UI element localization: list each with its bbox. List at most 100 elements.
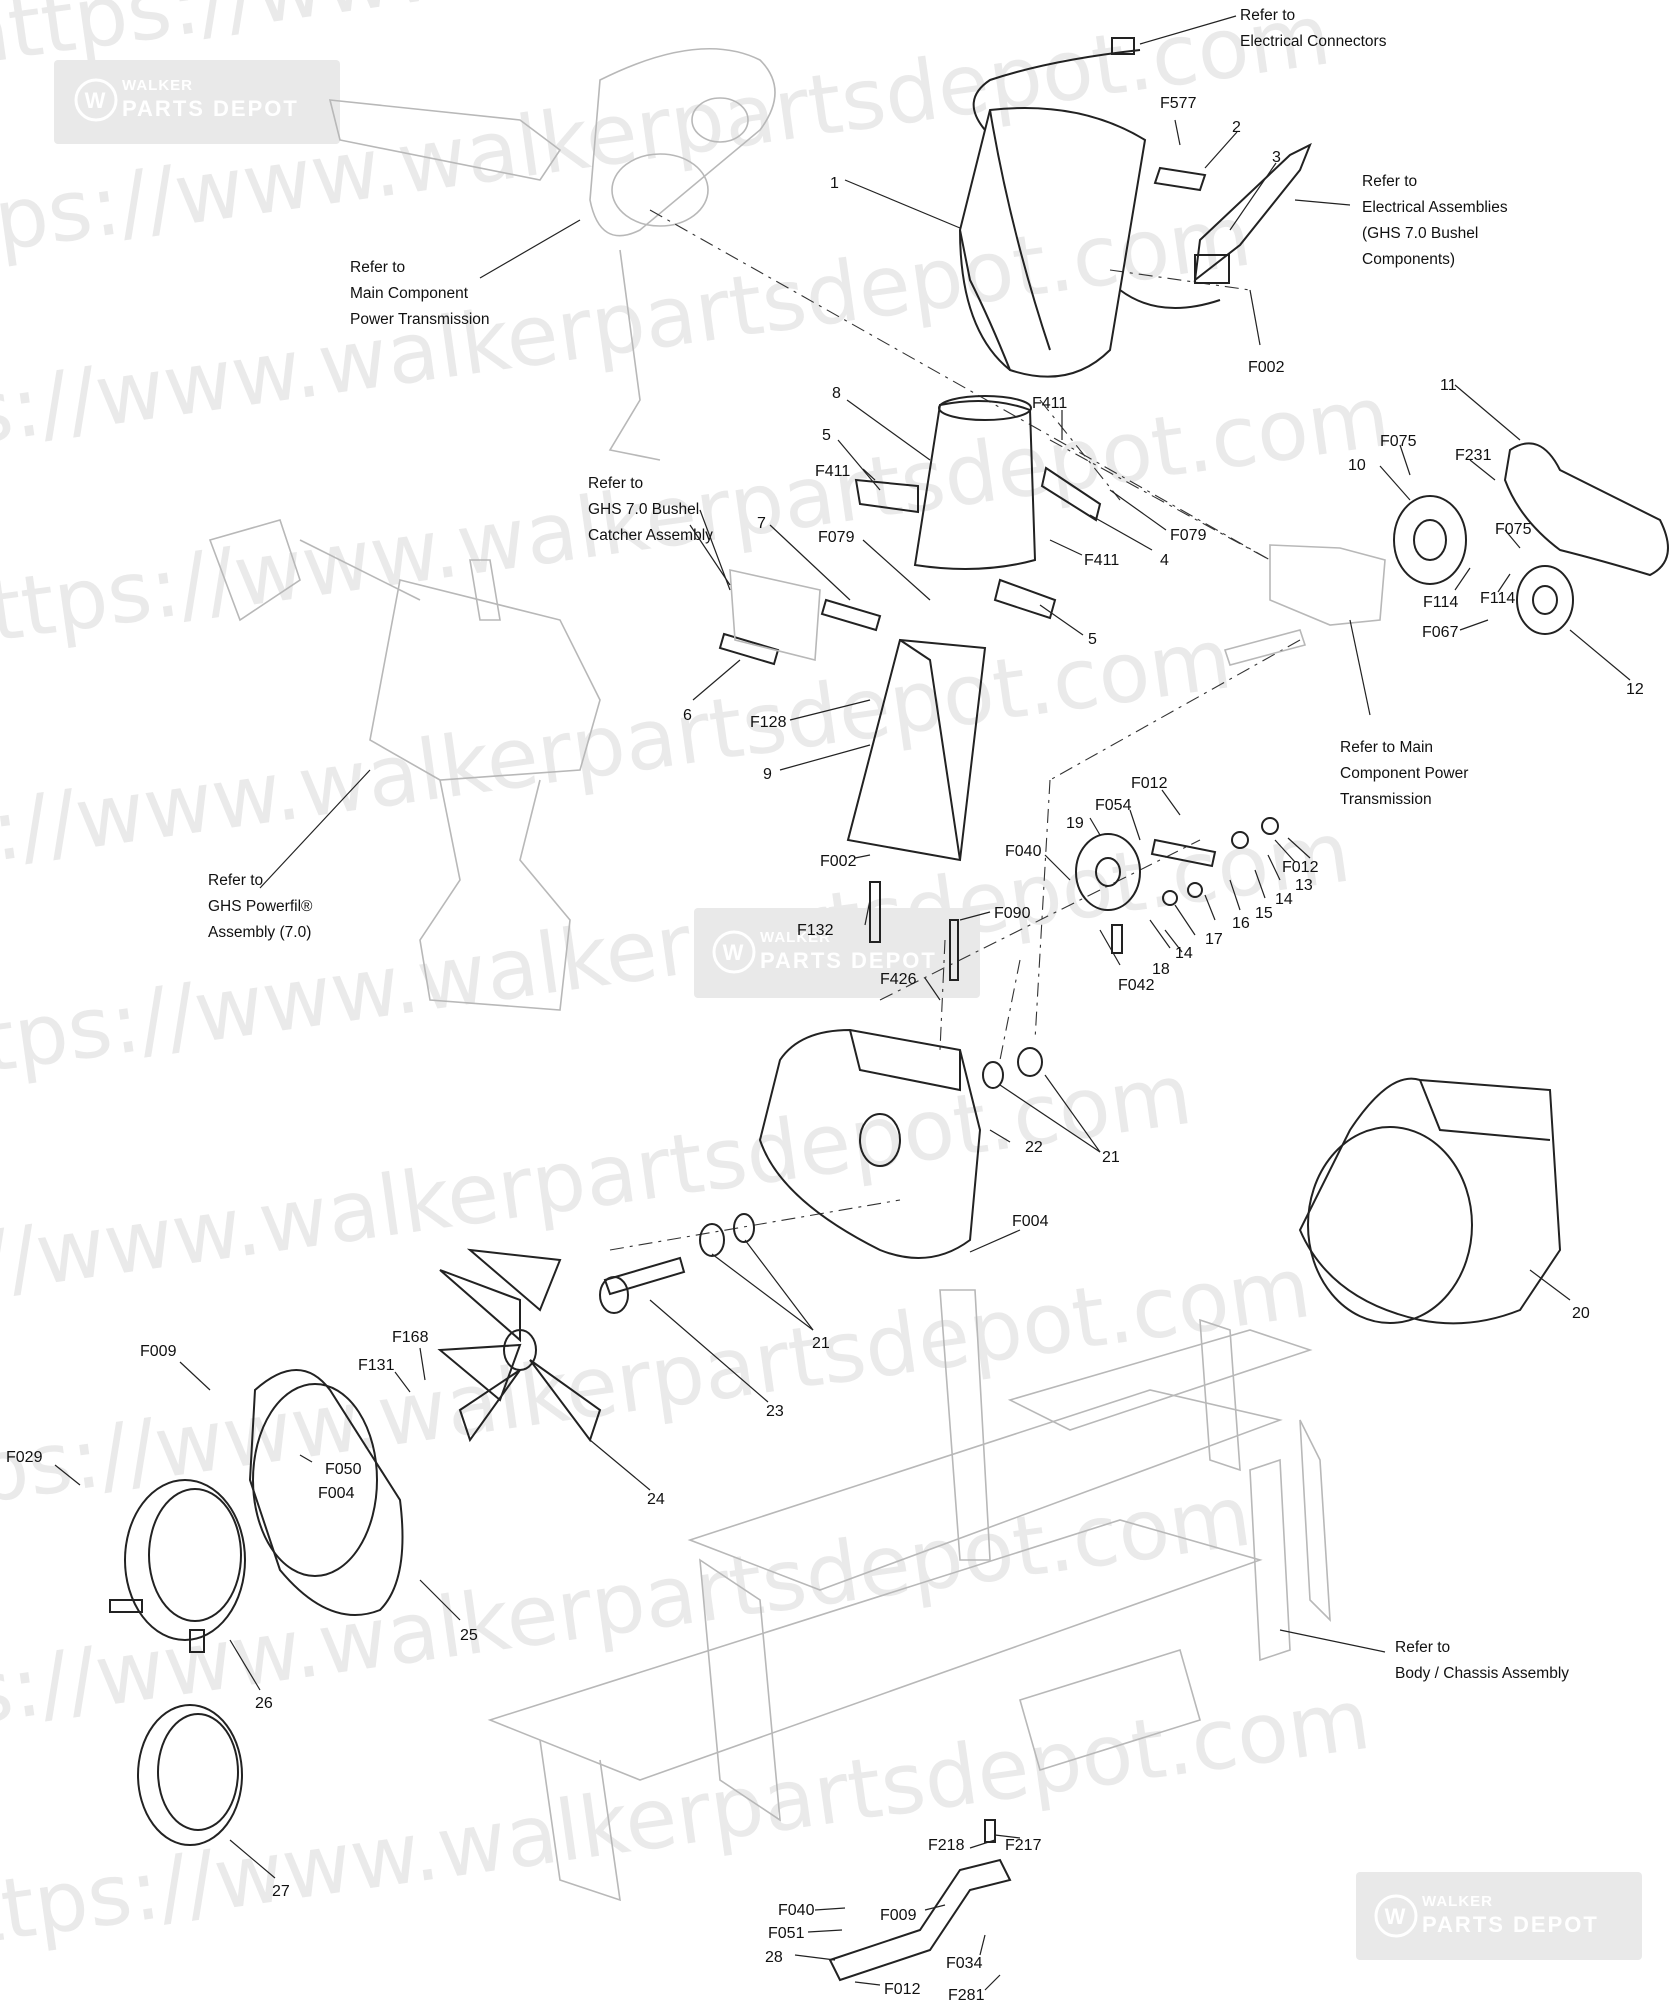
callout-28[interactable]: 28 (765, 1949, 783, 1966)
callout-f067[interactable]: F067 (1422, 624, 1459, 641)
callout-f079-right[interactable]: F079 (1170, 527, 1207, 544)
callout-14-right[interactable]: 14 (1275, 891, 1293, 908)
callout-f012-bottom[interactable]: F012 (884, 1981, 921, 1998)
callout-23[interactable]: 23 (766, 1403, 784, 1420)
part-2-bracket[interactable] (1153, 166, 1207, 192)
callout-25[interactable]: 25 (460, 1627, 478, 1644)
part-9-chute-lower[interactable] (846, 638, 987, 862)
callout-f079-left[interactable]: F079 (818, 529, 855, 546)
callout-21-upper[interactable]: 21 (1102, 1149, 1120, 1166)
callout-5-lower[interactable]: 5 (1088, 631, 1097, 648)
callout-15[interactable]: 15 (1255, 905, 1273, 922)
walker-badge-bottom: W WALKER PARTS DEPOT (1356, 1872, 1642, 1960)
callout-f075-right[interactable]: F075 (1495, 521, 1532, 538)
callout-11[interactable]: 11 (1440, 377, 1457, 394)
part-7-clamp-strip[interactable] (820, 598, 882, 632)
callout-f114-left[interactable]: F114 (1423, 594, 1458, 611)
part-12-pulley[interactable] (1516, 565, 1574, 635)
callout-f004-mid[interactable]: F004 (1012, 1213, 1049, 1230)
callout-f042[interactable]: F042 (1118, 977, 1155, 994)
callout-9[interactable]: 9 (763, 766, 772, 783)
callout-16[interactable]: 16 (1232, 915, 1250, 932)
callout-27[interactable]: 27 (272, 1883, 290, 1900)
callout-24[interactable]: 24 (647, 1491, 665, 1508)
callout-10[interactable]: 10 (1348, 457, 1366, 474)
callout-18[interactable]: 18 (1152, 961, 1170, 978)
callout-26[interactable]: 26 (255, 1695, 273, 1712)
callout-4[interactable]: 4 (1160, 552, 1169, 569)
callout-21-lower[interactable]: 21 (812, 1335, 830, 1352)
callout-f002-top[interactable]: F002 (1248, 359, 1285, 376)
walker-logo-glyph: W (723, 940, 746, 965)
callout-f281[interactable]: F281 (948, 1987, 985, 2004)
part-8-chute-upper[interactable] (913, 395, 1037, 570)
part-21-bearings-lower[interactable] (699, 1213, 755, 1257)
callout-f090[interactable]: F090 (994, 905, 1031, 922)
part-11-belt[interactable] (1503, 442, 1669, 577)
part-23-shaft[interactable] (599, 1256, 686, 1314)
callout-f051[interactable]: F051 (768, 1925, 805, 1942)
callout-5-upper[interactable]: 5 (822, 427, 831, 444)
callout-f131[interactable]: F131 (358, 1357, 395, 1374)
callout-8[interactable]: 8 (832, 385, 841, 402)
callout-f040-bottom[interactable]: F040 (778, 1902, 815, 1919)
callout-f168[interactable]: F168 (392, 1329, 429, 1346)
ref-main-component-power-transmission-mid: Refer to Main Component Power Transmissi… (1340, 739, 1473, 808)
callout-f040-mid[interactable]: F040 (1005, 843, 1042, 860)
callout-7[interactable]: 7 (757, 515, 766, 532)
callout-f411-left[interactable]: F411 (815, 463, 850, 480)
callout-f218[interactable]: F218 (928, 1837, 965, 1854)
callout-f029[interactable]: F029 (6, 1449, 43, 1466)
callout-14-left[interactable]: 14 (1175, 945, 1193, 962)
callout-f012-top[interactable]: F012 (1131, 775, 1168, 792)
callout-f231[interactable]: F231 (1455, 447, 1492, 464)
callout-20[interactable]: 20 (1572, 1305, 1590, 1322)
callout-f009-left[interactable]: F009 (140, 1343, 177, 1360)
callout-f004-left[interactable]: F004 (318, 1485, 355, 1502)
callout-f050[interactable]: F050 (325, 1461, 362, 1478)
ghost-powerfil-assembly (208, 519, 601, 1011)
callout-1[interactable]: 1 (830, 175, 839, 192)
callout-f012-right[interactable]: F012 (1282, 859, 1319, 876)
part-3-lever-switch[interactable] (1193, 142, 1312, 284)
part-27-band[interactable] (137, 1704, 243, 1846)
callout-f577[interactable]: F577 (1160, 95, 1197, 112)
part-10-pulley[interactable] (1393, 495, 1467, 585)
callout-f128[interactable]: F128 (750, 714, 787, 731)
part-25-backplate[interactable] (248, 1369, 404, 1616)
callout-f411-top[interactable]: F411 (1032, 395, 1067, 412)
callout-f426[interactable]: F426 (880, 971, 917, 988)
callout-3[interactable]: 3 (1272, 149, 1281, 166)
part-24-fan-impeller[interactable] (437, 1248, 602, 1443)
callout-f002-mid[interactable]: F002 (820, 853, 857, 870)
part-5-bracket-upper[interactable] (854, 478, 919, 514)
callout-12[interactable]: 12 (1626, 681, 1644, 698)
ref-main-component-power-transmission: Refer to Main Component Power Transmissi… (350, 259, 490, 328)
callout-f411-right[interactable]: F411 (1084, 552, 1119, 569)
callout-2[interactable]: 2 (1232, 119, 1241, 136)
callout-f217[interactable]: F217 (1005, 1837, 1042, 1854)
callout-f132[interactable]: F132 (797, 922, 834, 939)
part-1-discharge-chute-cover[interactable] (958, 107, 1147, 378)
callout-f054[interactable]: F054 (1095, 797, 1132, 814)
part-22-fan-housing[interactable] (758, 1028, 982, 1259)
callout-f075-top[interactable]: F075 (1380, 433, 1417, 450)
callout-6[interactable]: 6 (683, 707, 692, 724)
part-4-bracket[interactable] (1040, 466, 1102, 522)
part-21-bearings-upper[interactable] (982, 1047, 1043, 1089)
leader-lines (54, 15, 1631, 1991)
part-5-bracket-lower[interactable] (993, 578, 1057, 620)
callout-13[interactable]: 13 (1295, 877, 1313, 894)
part-6-strip[interactable] (718, 568, 821, 666)
part-20-housing-assembly[interactable] (1298, 1077, 1562, 1325)
part-26-inlet-ring[interactable] (109, 1479, 246, 1653)
callout-f114-right[interactable]: F114 (1480, 590, 1515, 607)
callout-labels: 1 2 3 F577 F002 8 F411 5 F411 F079 F411 … (6, 95, 1644, 2004)
part-19-idler-pulley[interactable] (1075, 833, 1141, 911)
callout-22[interactable]: 22 (1025, 1139, 1043, 1156)
callout-f034[interactable]: F034 (946, 1955, 983, 1972)
callout-17[interactable]: 17 (1205, 931, 1223, 948)
ref-electrical-assemblies: Refer to Electrical Assemblies (GHS 7.0 … (1362, 173, 1512, 268)
callout-19[interactable]: 19 (1066, 815, 1084, 832)
callout-f009-bottom[interactable]: F009 (880, 1907, 917, 1924)
